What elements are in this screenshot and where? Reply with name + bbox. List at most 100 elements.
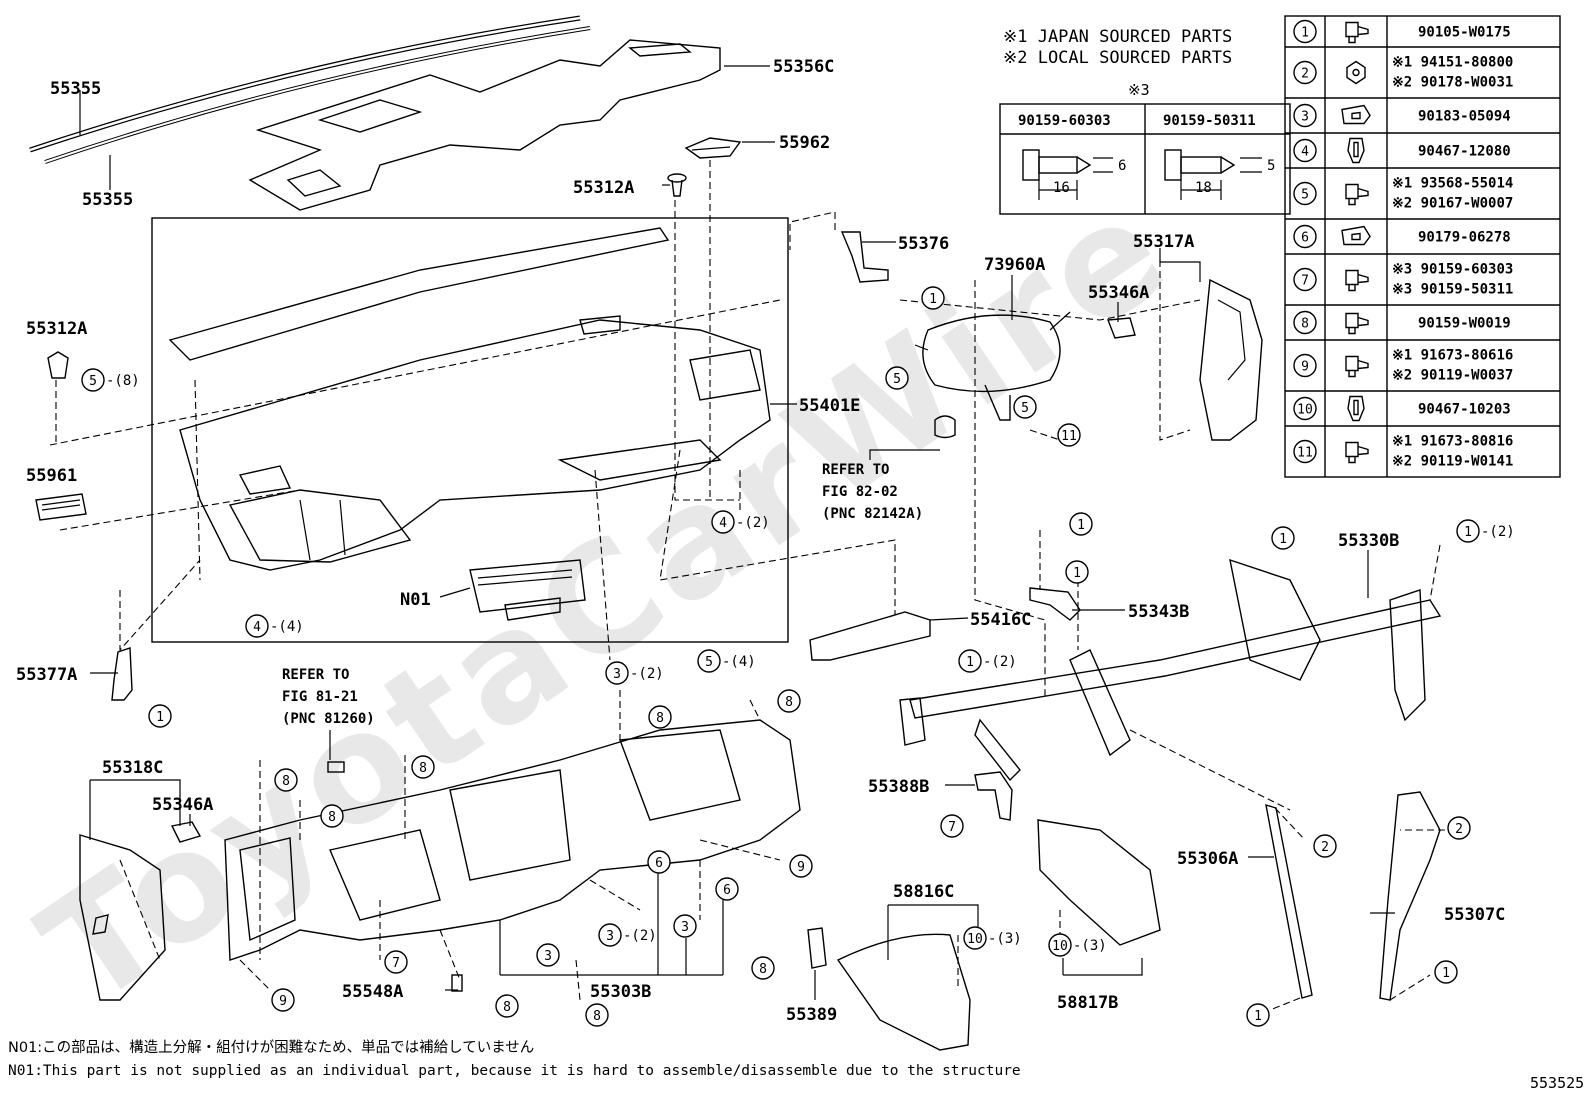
screw-spec-table: ※3 90159-60303 90159-50311 16 6 [999,81,1291,215]
label-55355-b: 55355 [82,190,133,210]
callout-fastener-1: 1 [1434,960,1458,984]
callout-fastener-9: 9 [789,854,813,878]
callout-fastener-1: 1 [921,286,945,310]
svg-text:8: 8 [656,711,664,726]
fastener-number: 11 [1297,446,1313,461]
callout-fastener-8: 8 [777,689,801,713]
screw-icon [1345,355,1369,378]
reference-fig-82-02: REFER TO FIG 82-02 (PNC 82142A) [822,462,923,522]
fastener-number-circle [1293,439,1317,464]
label-55548A: 55548A [342,982,403,1002]
fastener-part-number: ※1 91673-80616 [1392,348,1513,364]
screw-1-length: 16 [1053,180,1070,196]
label-55355-a: 55355 [50,79,101,99]
callout-fastener-8: 8 [274,768,298,792]
label-55303B: 55303B [590,982,651,1002]
svg-text:-(3): -(3) [1073,938,1107,954]
callout-fastener-8: 8 [320,804,344,828]
label-55962: 55962 [779,133,830,153]
svg-text:8: 8 [282,774,290,789]
label-58816C: 58816C [893,882,954,902]
svg-text:5: 5 [89,374,97,389]
svg-text:1: 1 [156,710,164,725]
label-73960A: 73960A [984,255,1045,275]
svg-text:7: 7 [948,820,956,835]
callout-fastener-1: 1 [1065,560,1089,584]
box-N01 [469,559,586,621]
ref-81-line3: (PNC 81260) [282,711,375,727]
fastener-number-circle [1293,103,1317,128]
callout-fastener-3: 3 [673,914,697,938]
fastener-number: 5 [1301,188,1309,203]
label-55401E: 55401E [799,396,860,416]
watermark: ToyotaCarWire [13,160,1201,1040]
silencer-55356C [248,39,721,211]
fastener-number-circle [1293,181,1317,206]
screw-icon [1345,441,1369,464]
fastener-number: 1 [1301,26,1309,41]
airbag-73960A [914,311,1071,439]
ref-82-line1: REFER TO [822,462,889,478]
svg-text:-(2): -(2) [736,515,770,531]
callout-fastener-3: 3-(2) [605,661,664,685]
fastener-part-number: ※1 91673-80816 [1392,434,1513,450]
clip-55389 [807,927,827,969]
weatherstrip-55355 [29,15,591,164]
fastener-part-number: 90467-10203 [1418,402,1511,418]
svg-text:8: 8 [759,962,767,977]
cover-55318C [79,821,202,1001]
callout-fastener-5: 5 -(8) [81,368,140,392]
callout-fastener-1: 1-(2) [1456,519,1515,543]
panel-group-frame [151,217,789,643]
callout-fastener-10: 10-(3) [963,926,1022,950]
label-55961: 55961 [26,466,77,486]
svg-text:11: 11 [1061,429,1077,444]
screw-drawing-1: 16 6 [1022,149,1126,200]
fastener-number: 2 [1301,67,1309,82]
bolt-icon [1345,21,1369,44]
fastener-number-circle [1293,19,1317,44]
brace-55306A [1265,803,1313,999]
svg-text:1: 1 [1077,518,1085,533]
box-58816C [836,933,971,1051]
label-55306A: 55306A [1177,849,1238,869]
label-55376: 55376 [898,234,949,254]
svg-text:5: 5 [705,655,713,670]
svg-text:5: 5 [893,372,901,387]
callout-fastener-8: 8 [751,956,775,980]
fastener-number: 4 [1301,145,1309,160]
callout-fastener-1: 1 [1246,1003,1270,1027]
label-55377A: 55377A [16,665,77,685]
fastener-part-number: 90179-06278 [1418,230,1511,246]
callout-fastener-1: 1 [1271,526,1295,550]
label-55388B: 55388B [868,777,929,797]
local-sourced-note: ※2 LOCAL SOURCED PARTS [1003,48,1232,68]
fastener-number: 9 [1301,360,1309,375]
bracket-55416C [809,611,931,661]
clip-icon [1347,137,1365,164]
callout-fastener-3: 3 [536,943,560,967]
label-55416C: 55416C [970,610,1031,630]
svg-text:2: 2 [1321,840,1329,855]
screw-2-length: 18 [1195,180,1212,196]
label-55389: 55389 [786,1005,837,1025]
fastener-number: 6 [1301,231,1309,246]
svg-text:3: 3 [606,929,614,944]
label-55330B: 55330B [1338,531,1399,551]
fastener-number-circle [1293,310,1317,335]
label-55317A: 55317A [1133,232,1194,252]
register-55961 [35,493,87,521]
screw-2-diameter: 5 [1267,158,1275,174]
svg-text:-(2): -(2) [630,666,664,682]
bracket-55343B [1029,587,1081,621]
callout-fastener-6: 6 [647,850,671,874]
screw-icon [1345,312,1369,335]
svg-text:-(8): -(8) [106,373,140,389]
fastener-part-number: ※2 90119-W0141 [1392,454,1513,470]
label-55356C: 55356C [773,57,834,77]
screw-drawing-2: 18 5 [1164,149,1275,200]
fastener-part-number: 90183-05094 [1418,109,1511,125]
fastener-part-number: ※3 90159-50311 [1392,282,1513,298]
svg-text:10: 10 [1052,939,1068,954]
